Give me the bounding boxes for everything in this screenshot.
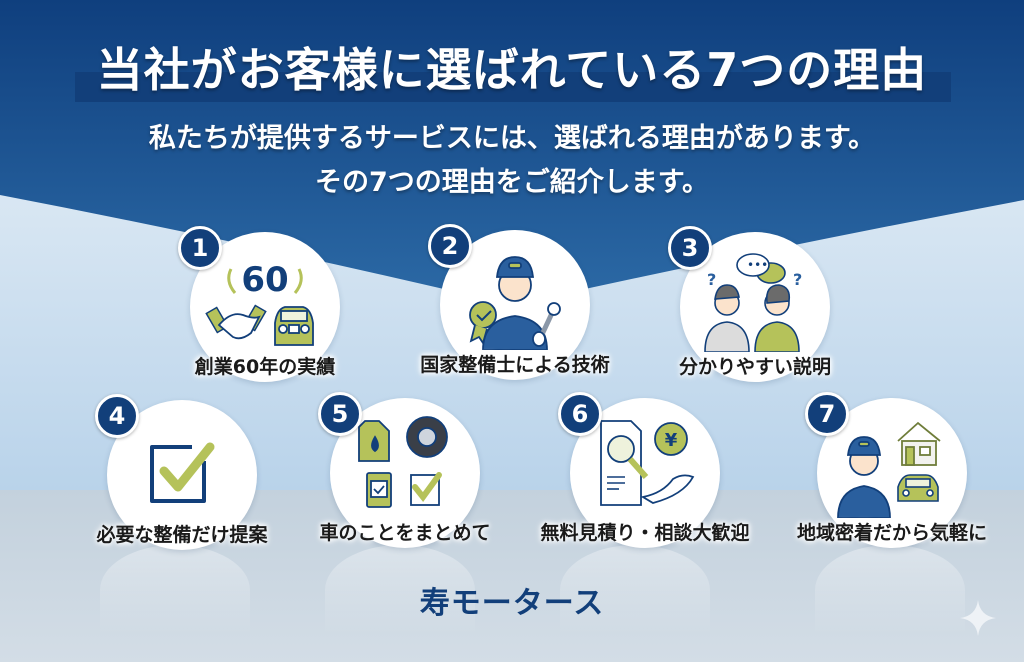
svg-text:?: ? xyxy=(707,270,716,289)
reason-number-badge: 7 xyxy=(805,392,849,436)
subtitle-line-2: その7つの理由をご紹介します。 xyxy=(314,167,710,198)
reflection xyxy=(815,545,965,635)
subtitle-line-1: 私たちが提供するサービスには、選ばれる理由があります。 xyxy=(148,123,876,154)
reason-card-6: ¥ 6 無料見積り・相談大歓迎 xyxy=(540,392,750,548)
checkbox-check-icon xyxy=(122,415,242,520)
svg-text:•••: ••• xyxy=(747,258,768,272)
reason-card-5: 5 車のことをまとめて xyxy=(318,392,491,548)
svg-text:60: 60 xyxy=(241,260,288,300)
reason-label: 創業60年の実績 xyxy=(194,356,336,378)
reflection xyxy=(100,545,250,635)
reason-label: 必要な整備だけ提案 xyxy=(96,524,268,546)
estimate-yen-icon: ¥ xyxy=(585,413,705,518)
reason-label: 無料見積り・相談大歓迎 xyxy=(540,522,750,544)
conversation-icon: ••• ? ? xyxy=(695,247,815,353)
reason-card-1: 60 1 創業60年の実績 xyxy=(178,226,340,382)
svg-text:?: ? xyxy=(793,270,802,289)
sparkle-icon xyxy=(958,598,998,638)
reflection xyxy=(325,545,475,635)
reason-number-badge: 1 xyxy=(178,226,222,270)
svg-text:¥: ¥ xyxy=(665,430,678,451)
reason-number-badge: 3 xyxy=(668,226,712,270)
oil-tire-checklist-icon xyxy=(345,413,465,518)
reason-label: 分かりやすい説明 xyxy=(678,356,831,378)
reason-card-2: 2 国家整備士による技術 xyxy=(420,224,610,380)
page-title: 当社がお客様に選ばれている7つの理由 xyxy=(96,43,928,97)
reason-label: 車のことをまとめて xyxy=(319,522,491,544)
certified-mechanic-icon xyxy=(455,245,575,351)
reason-label: 国家整備士による技術 xyxy=(420,354,610,376)
reason-number-badge: 6 xyxy=(558,392,602,436)
brand-name: 寿モータース xyxy=(419,586,605,621)
reason-card-7: 7 地域密着だから気軽に xyxy=(797,392,987,548)
reason-label: 地域密着だから気軽に xyxy=(796,522,987,544)
reason-number-badge: 2 xyxy=(428,224,472,268)
reason-card-4: 4 必要な整備だけ提案 xyxy=(95,394,268,550)
reason-number-badge: 4 xyxy=(95,394,139,438)
handshake-car-60-years-icon: 60 xyxy=(205,247,325,352)
local-mechanic-house-car-icon xyxy=(832,413,952,519)
reason-number-badge: 5 xyxy=(318,392,362,436)
title-band xyxy=(75,72,951,102)
reason-card-3: ••• ? ? 3 分かりやすい説明 xyxy=(668,226,831,382)
reflection xyxy=(560,545,710,635)
